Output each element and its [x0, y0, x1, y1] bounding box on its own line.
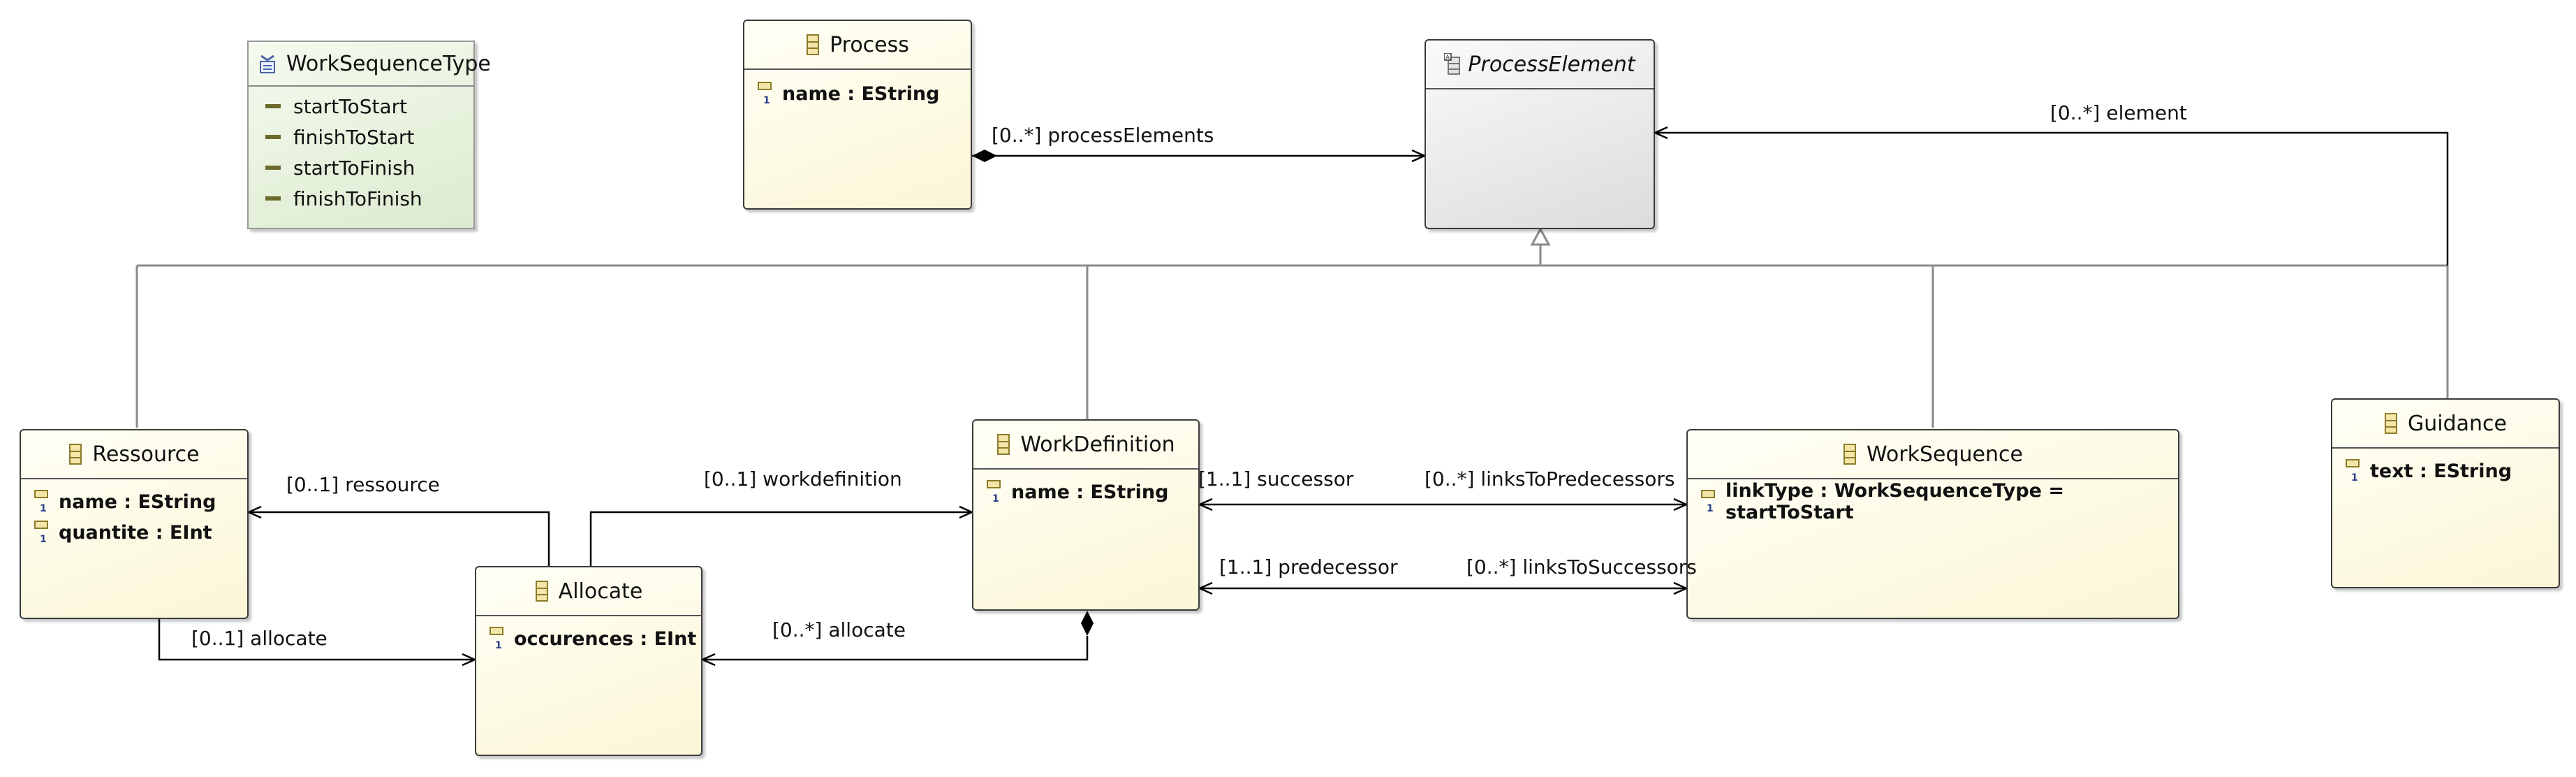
enum-literal: startToFinish	[249, 152, 473, 183]
generalization-lines	[135, 245, 2449, 428]
eclass-icon	[806, 34, 820, 56]
svg-text:1: 1	[495, 640, 502, 651]
svg-text:1: 1	[992, 493, 999, 504]
class-attribute: 1 text : EString	[2332, 456, 2559, 486]
class-name: Ressource	[92, 442, 200, 467]
class-attribute: 1 quantite : EInt	[21, 517, 247, 548]
class-process[interactable]: Process 1 name : EString	[743, 20, 972, 210]
class-allocate[interactable]: Allocate 1 occurences : EInt	[475, 566, 702, 756]
literal-icon	[265, 166, 281, 170]
edge-allocate-from-ressource	[158, 619, 475, 660]
enum-literal: startToStart	[249, 91, 473, 122]
class-name: ProcessElement	[1468, 52, 1635, 77]
attribute-icon: 1	[34, 520, 49, 545]
class-header: WorkDefinition	[973, 421, 1198, 470]
generalization-triangle	[1530, 226, 1551, 246]
class-work-sequence-type[interactable]: WorkSequenceType startToStart finishToSt…	[247, 41, 491, 229]
edge-allocate-ressource	[249, 512, 550, 566]
eclass-icon	[535, 580, 549, 602]
class-name: Guidance	[2408, 411, 2507, 436]
edge-allocate-from-workdefinition	[702, 636, 1089, 660]
class-name: Allocate	[558, 579, 643, 604]
svg-text:1: 1	[1707, 503, 1714, 514]
svg-text:A: A	[1445, 55, 1450, 61]
label-allocate-from-workdefinition: [0..*] allocate	[772, 618, 906, 641]
class-header: WorkSequenceType	[249, 42, 491, 87]
attribute-icon: 1	[986, 479, 1001, 504]
svg-text:1: 1	[40, 534, 47, 545]
eclass-icon	[68, 443, 82, 465]
class-name: WorkSequenceType	[286, 51, 491, 76]
class-guidance[interactable]: Guidance 1 text : EString	[2331, 398, 2560, 588]
label-successor: [1..1] successor	[1198, 467, 1354, 491]
abstract-eclass-icon: A	[1443, 52, 1461, 75]
svg-text:1: 1	[763, 95, 770, 106]
literal-icon	[265, 135, 281, 139]
composition-diamond-process	[972, 150, 997, 162]
class-attribute: 1 occurences : EInt	[476, 623, 701, 654]
enum-icon	[258, 53, 277, 74]
class-attribute: 1 linkType : WorkSequenceType = startToS…	[1688, 480, 2178, 523]
class-header: Ressource	[21, 430, 247, 479]
label-predecessor: [1..1] predecessor	[1219, 555, 1398, 579]
enum-literal: finishToStart	[249, 122, 473, 152]
class-name: WorkSequence	[1867, 442, 2023, 467]
label-process-elements: [0..*] processElements	[992, 124, 1214, 147]
eclass-icon	[2384, 412, 2398, 435]
class-header: Guidance	[2332, 400, 2559, 449]
literal-icon	[265, 104, 281, 108]
class-work-sequence[interactable]: WorkSequence 1 linkType : WorkSequenceTy…	[1686, 429, 2179, 619]
class-header: Allocate	[476, 567, 701, 616]
class-header: A ProcessElement	[1426, 41, 1654, 89]
class-name: WorkDefinition	[1020, 432, 1175, 457]
class-header: WorkSequence	[1688, 430, 2178, 479]
edge-workdefinition	[589, 512, 972, 566]
eclass-icon	[1843, 443, 1857, 465]
svg-text:1: 1	[2351, 472, 2358, 484]
label-element: [0..*] element	[2050, 101, 2187, 124]
label-links-to-successors: [0..*] linksToSuccessors	[1466, 555, 1697, 579]
eclass-icon	[996, 433, 1010, 456]
class-header: Process	[744, 21, 971, 70]
class-process-element[interactable]: A ProcessElement	[1425, 39, 1655, 229]
label-links-to-predecessors: [0..*] linksToPredecessors	[1425, 467, 1675, 491]
attribute-icon: 1	[2345, 458, 2360, 484]
class-work-definition[interactable]: WorkDefinition 1 name : EString	[972, 419, 1200, 611]
class-ressource[interactable]: Ressource 1 name : EString 1 quantite : …	[20, 429, 249, 619]
attribute-icon: 1	[34, 489, 49, 514]
label-allocate-from-ressource: [0..1] allocate	[191, 627, 327, 650]
class-name: Process	[830, 32, 909, 57]
svg-text:1: 1	[40, 503, 47, 514]
composition-diamond-workdefinition	[1081, 611, 1094, 636]
attribute-icon: 1	[1700, 489, 1716, 514]
literal-icon	[265, 196, 281, 201]
class-attribute: 1 name : EString	[744, 78, 971, 109]
attribute-icon: 1	[489, 626, 504, 651]
class-attribute: 1 name : EString	[973, 477, 1198, 507]
attribute-icon: 1	[757, 81, 772, 106]
label-workdefinition: [0..1] workdefinition	[704, 467, 902, 491]
label-ressource: [0..1] ressource	[286, 473, 440, 496]
edge-element	[1655, 133, 2449, 266]
class-attribute: 1 name : EString	[21, 486, 247, 517]
enum-literal: finishToFinish	[249, 183, 473, 214]
